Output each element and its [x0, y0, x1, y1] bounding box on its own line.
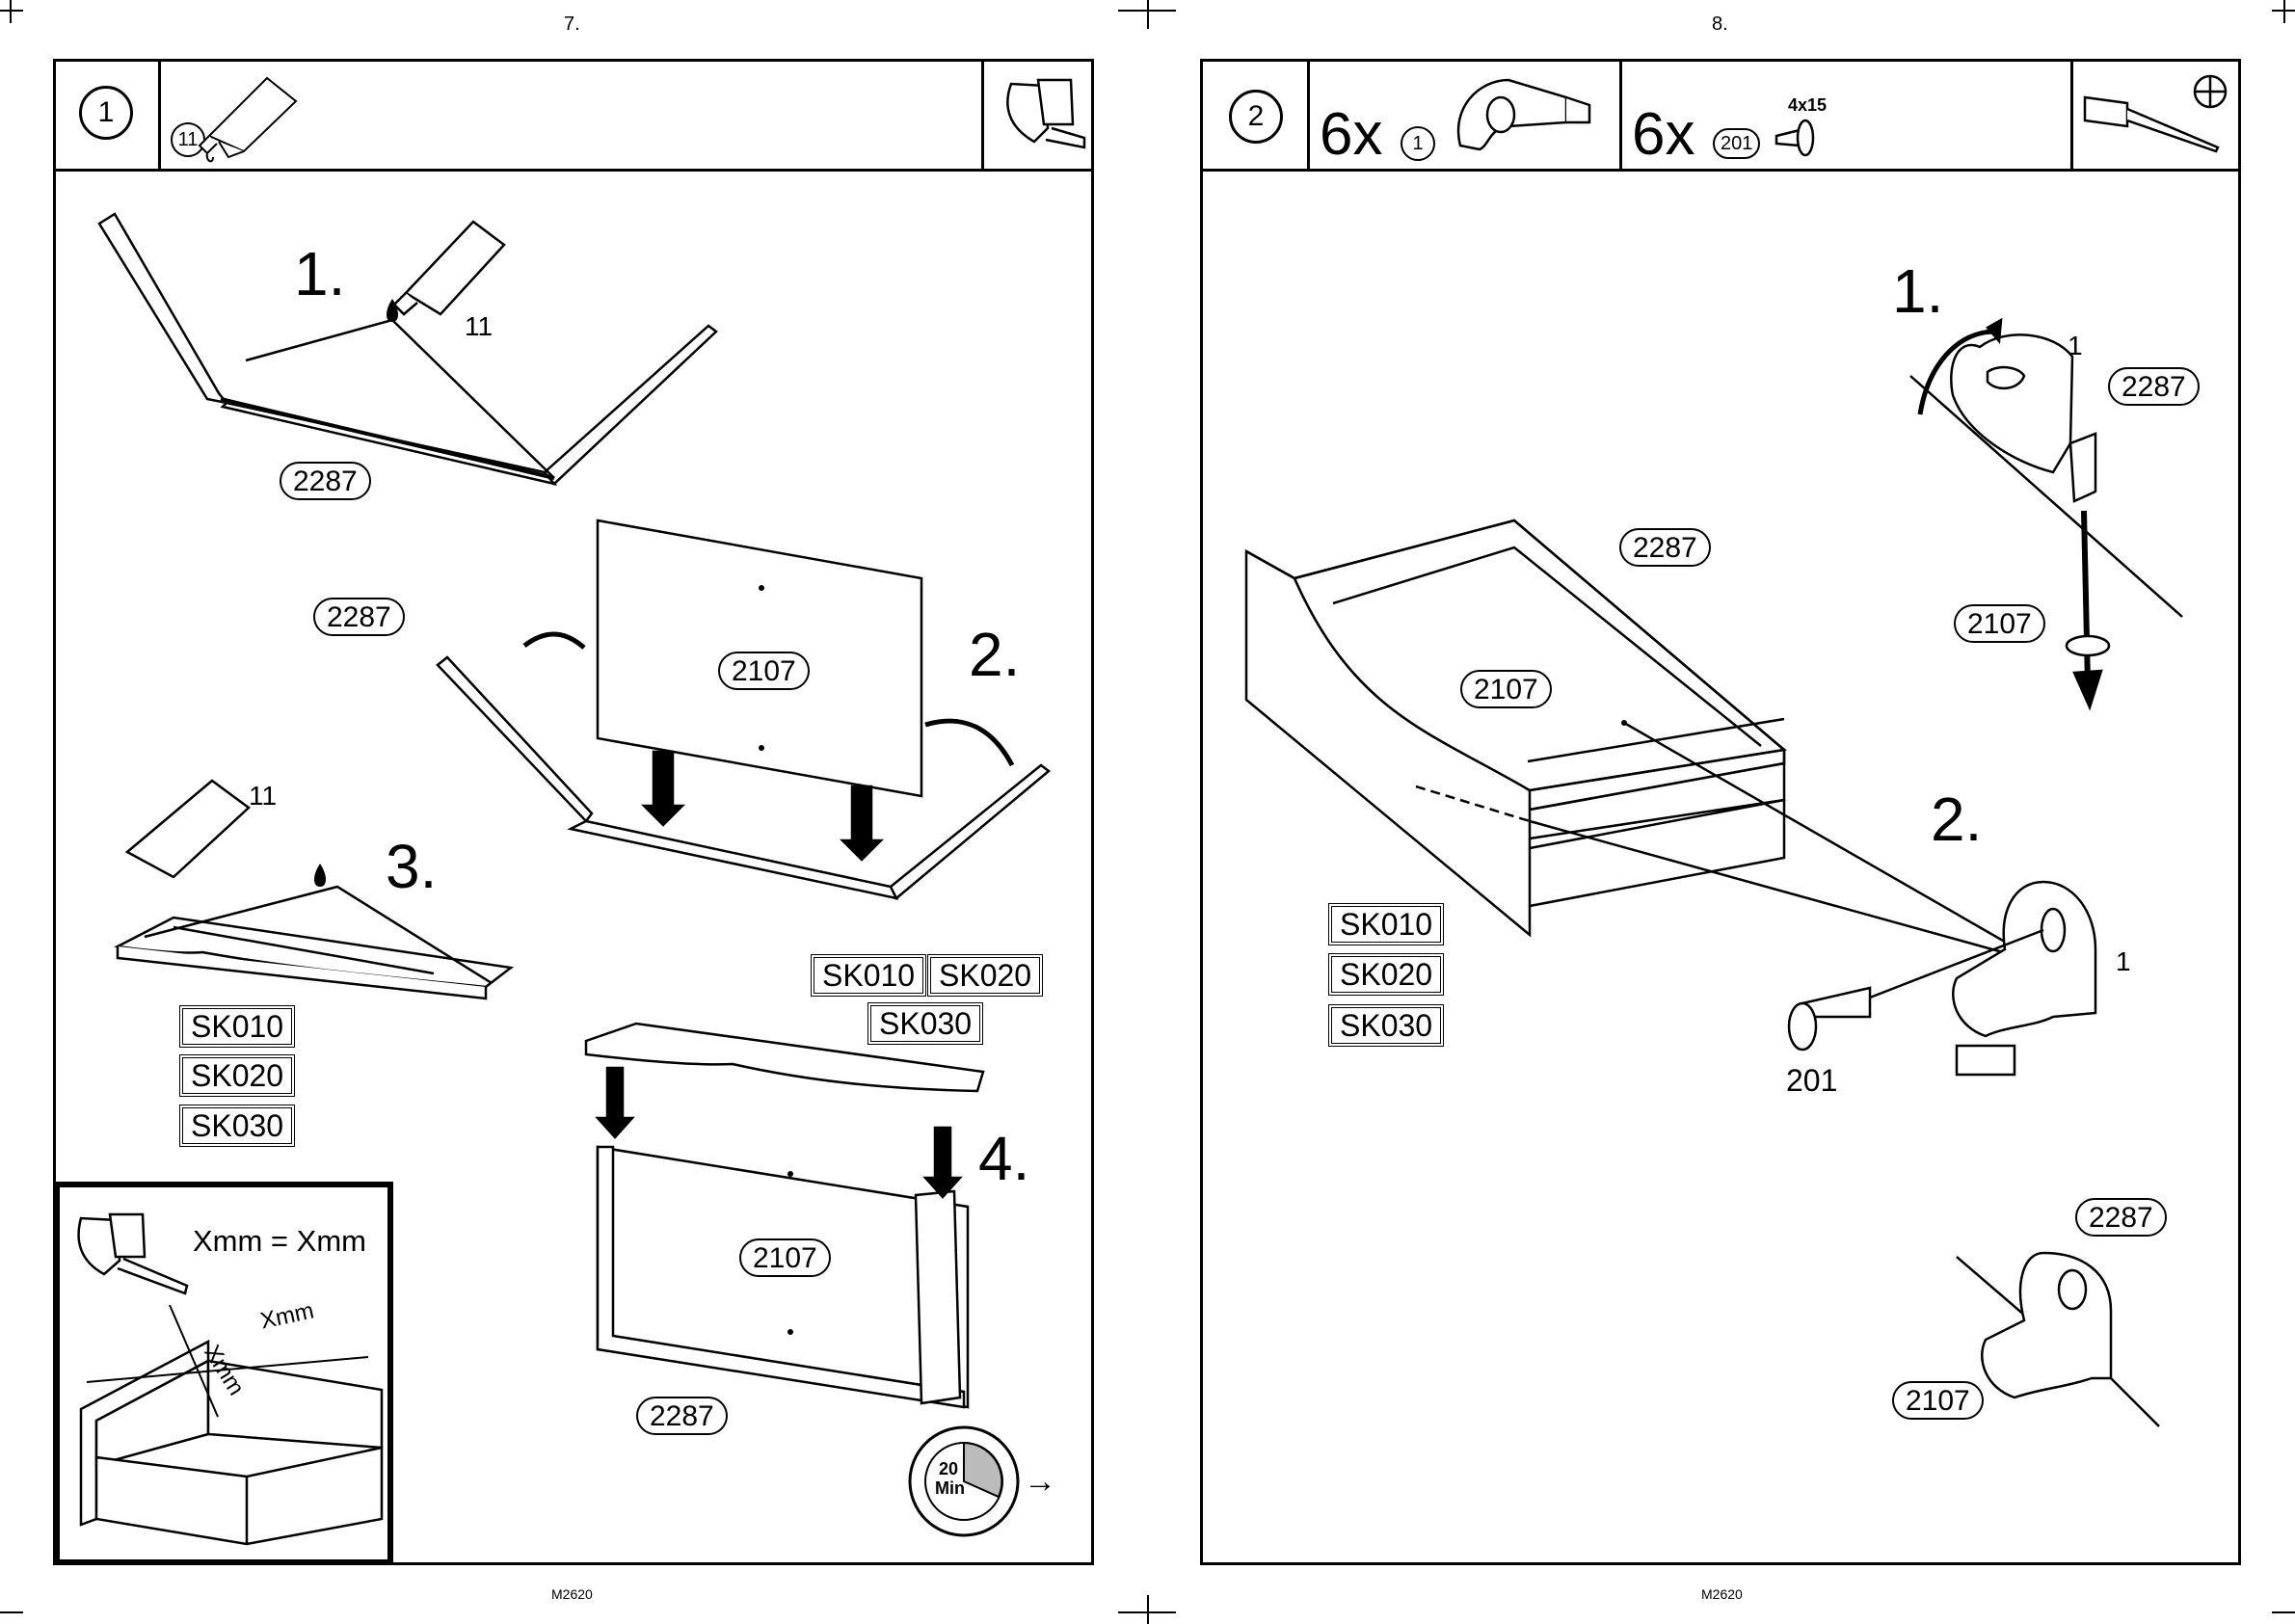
part-label-2287: 2287 — [313, 598, 405, 636]
sub-step-label: 2. — [969, 624, 1020, 685]
sk-code: SK030 — [867, 1002, 983, 1045]
part-label-2107: 2107 — [718, 652, 810, 690]
sk-code: SK010 — [1328, 903, 1444, 945]
screw-size: 4x15 — [1788, 95, 1827, 116]
part-label-2287: 2287 — [280, 462, 371, 500]
part-label-2287: 2287 — [2108, 367, 2200, 406]
part-label-2287: 2287 — [636, 1397, 728, 1435]
screws-cell: 6x 201 4x15 — [1622, 59, 2073, 169]
part-number-badge: 201 — [1713, 128, 1760, 159]
sk-code: SK010 — [811, 954, 926, 997]
quantity: 6x — [1320, 105, 1382, 165]
crop-mark — [0, 10, 23, 12]
step-number: 2 — [1229, 90, 1283, 144]
part-ref: 1 — [2068, 331, 2083, 361]
part-label-2107: 2107 — [739, 1238, 831, 1277]
screw-ref: 201 — [1786, 1063, 1837, 1099]
part-label-2107: 2107 — [1460, 670, 1552, 708]
crop-mark — [0, 1611, 23, 1613]
part-ref: 1 — [2116, 946, 2131, 977]
tool-cell — [984, 59, 1094, 169]
parts-cell: 6x 1 — [1310, 59, 1622, 169]
parts-cell: 11 — [161, 59, 984, 169]
step-header: 2 6x 1 6x 201 4x15 — [1200, 59, 2241, 172]
sk-code: SK030 — [179, 1105, 295, 1147]
screwdriver-icon — [2073, 65, 2241, 161]
clock-time: 20 — [939, 1459, 958, 1479]
sub-step-label: 2. — [1931, 788, 1982, 850]
sk-code: SK020 — [927, 954, 1043, 997]
sub-step-label: 1. — [294, 243, 345, 305]
next-page-arrow: → — [1024, 1463, 1056, 1501]
glue-tube-icon — [200, 68, 306, 165]
tape-measure-icon — [984, 67, 1094, 163]
measure-rule: Xmm = Xmm — [193, 1224, 366, 1259]
sub-step-label: 1. — [1892, 260, 1943, 322]
part-label-2287: 2287 — [2075, 1198, 2167, 1237]
step-header: 1 11 — [53, 59, 1094, 172]
sub-step-4-drawing — [578, 1002, 1002, 1407]
screw-icon — [1773, 117, 1830, 165]
footer-code: M2620 — [551, 1586, 593, 1602]
step-number-cell: 2 — [1200, 59, 1310, 169]
page-number: 8. — [1712, 13, 1728, 36]
sub-step-label: 4. — [978, 1128, 1029, 1189]
quantity: 6x — [1632, 105, 1695, 165]
crop-mark — [10, 0, 12, 23]
sk-code: SK020 — [179, 1054, 295, 1097]
bracket-detail-2 — [1764, 872, 2111, 1084]
sub-step-label: 3. — [386, 836, 437, 897]
crop-mark — [2272, 1611, 2295, 1613]
part-label-2287: 2287 — [1619, 528, 1711, 567]
footer-code: M2620 — [1701, 1586, 1743, 1602]
glue-label: 11 — [249, 781, 277, 812]
step-number-cell: 1 — [53, 59, 161, 169]
bracket-icon — [1451, 68, 1595, 155]
tape-measure-icon — [71, 1205, 206, 1301]
step-number: 1 — [79, 86, 133, 140]
crop-mark — [2283, 0, 2285, 23]
sk-code: SK020 — [1328, 953, 1444, 996]
drawer-box-drawing — [73, 1313, 382, 1544]
part-label-2107: 2107 — [1954, 604, 2045, 643]
crop-mark — [1147, 1595, 1149, 1624]
part-number-badge: 1 — [1401, 126, 1435, 161]
tool-cell — [2073, 59, 2241, 169]
sub-step-3-drawing — [106, 781, 511, 1002]
sk-code: SK010 — [179, 1005, 295, 1048]
sk-code: SK030 — [1328, 1004, 1444, 1047]
crop-mark — [1147, 0, 1149, 29]
part-label-2107: 2107 — [1892, 1381, 1984, 1420]
measure-inset: Xmm = Xmm Xmm Xmm — [54, 1182, 393, 1565]
page-number: 7. — [564, 13, 580, 36]
clock-unit: Min — [935, 1478, 965, 1499]
glue-label: 11 — [465, 311, 493, 342]
